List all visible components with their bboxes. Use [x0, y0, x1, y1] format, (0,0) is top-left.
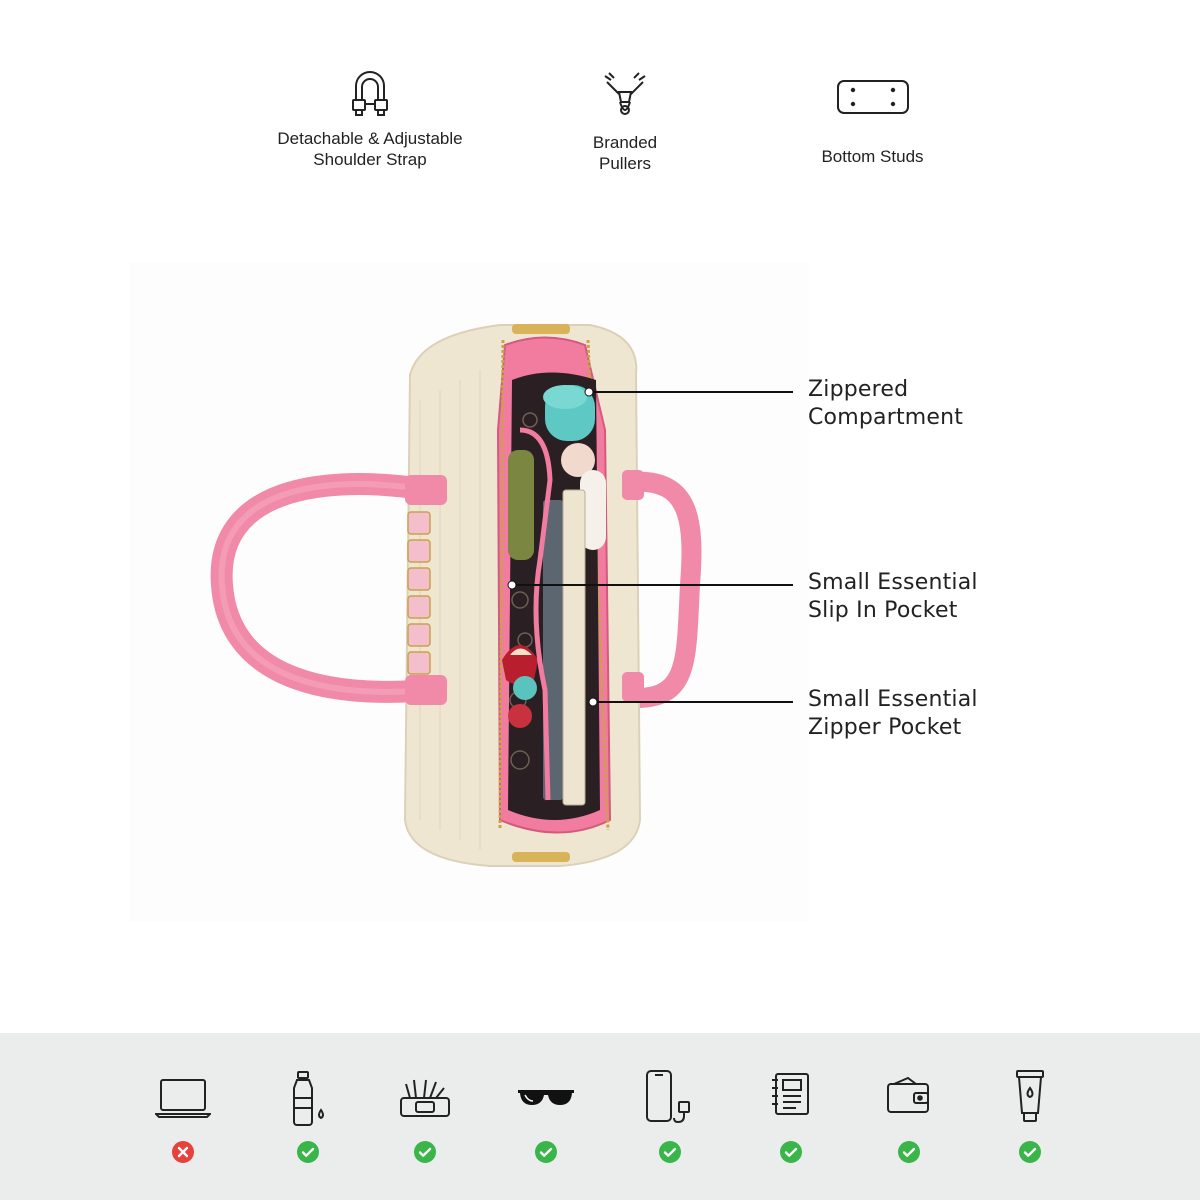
compat-item-notebook [746, 1068, 836, 1164]
fits-icon [414, 1141, 436, 1163]
phone-charger-icon [646, 1070, 690, 1124]
fits-icon [659, 1141, 681, 1163]
compat-item-phone-charger [625, 1068, 715, 1164]
callout-slip-in-pocket: Small Essential Slip In Pocket [808, 570, 978, 623]
callout-zippered-compartment: Zippered Compartment [808, 377, 964, 430]
fits-icon [780, 1141, 802, 1163]
compat-item-makeup-kit [380, 1068, 470, 1164]
compat-item-laptop [138, 1068, 228, 1164]
water-bottle-icon [293, 1071, 324, 1126]
left-handle [210, 473, 441, 703]
feature-label: Detachable & Adjustable Shoulder Strap [277, 129, 463, 169]
sunglasses-icon [518, 1090, 574, 1105]
fits-icon [898, 1141, 920, 1163]
shoulder-strap-icon [352, 71, 388, 116]
wallet-icon [887, 1076, 929, 1113]
feature-bottom-studs: Bottom Studs [780, 78, 965, 167]
callout-zipper-pocket: Small Essential Zipper Pocket [808, 687, 978, 740]
feature-label: Bottom Studs [821, 147, 924, 166]
compat-item-wallet [864, 1068, 954, 1164]
notebook-icon [772, 1073, 809, 1115]
compat-item-sunglasses [501, 1068, 591, 1164]
bottom-studs-icon [836, 80, 909, 114]
makeup-kit-icon [400, 1079, 450, 1117]
right-handle [622, 471, 702, 709]
lotion-tube-icon [1016, 1070, 1044, 1122]
feature-branded-pullers: Branded Pullers [540, 70, 710, 174]
feature-label: Branded Pullers [592, 133, 658, 173]
product-illustration [210, 324, 793, 867]
fits-icon [535, 1141, 557, 1163]
feature-shoulder-strap: Detachable & Adjustable Shoulder Strap [250, 70, 490, 170]
not-fits-icon [172, 1141, 194, 1163]
fits-icon [297, 1141, 319, 1163]
laptop-icon [155, 1079, 211, 1118]
fits-icon [1019, 1141, 1041, 1163]
compat-item-lotion-tube [985, 1068, 1075, 1164]
compat-item-water-bottle [263, 1068, 353, 1164]
zipper-puller-icon [604, 72, 646, 115]
